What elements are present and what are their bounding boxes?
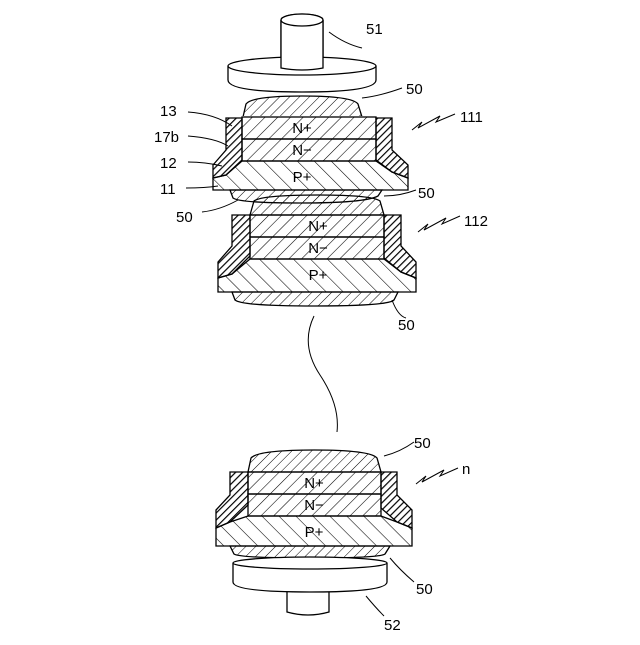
chip-111-p-plus-label: P+: [293, 169, 312, 186]
label-50-d: 50: [398, 317, 415, 334]
chip-n-n-plus-label: N+: [304, 475, 324, 492]
chip-111-n-plus-label: N+: [292, 120, 312, 137]
label-52: 52: [384, 617, 401, 634]
label-51: 51: [366, 21, 383, 38]
chip-112-p-plus-label: P+: [309, 267, 328, 284]
top-electrode: [228, 14, 376, 92]
chip-112-n-plus-label: N+: [308, 218, 328, 235]
chip-112-n-minus-label: N−: [308, 240, 328, 257]
label-112: 112: [464, 213, 488, 230]
label-12: 12: [160, 155, 177, 172]
chip-n-p-plus-label: P+: [305, 524, 324, 541]
label-11: 11: [160, 181, 176, 198]
label-50-b: 50: [176, 209, 193, 226]
label-50-c: 50: [418, 185, 435, 202]
chip-n: N+ N− P+: [216, 450, 412, 558]
label-n: n: [462, 461, 470, 478]
chip-n-n-minus-label: N−: [304, 497, 324, 514]
label-50-f: 50: [416, 581, 433, 598]
chip-111-n-minus-label: N−: [292, 142, 312, 159]
label-13: 13: [160, 103, 177, 120]
label-17b: 17b: [154, 129, 179, 146]
label-50-e: 50: [414, 435, 431, 452]
chip-111: N+ N− P+: [213, 96, 408, 203]
label-111: 111: [460, 109, 483, 126]
continuation-line: [308, 316, 337, 432]
chip-112: N+ N− P+: [218, 195, 416, 306]
bottom-electrode: [233, 557, 387, 615]
label-50-a: 50: [406, 81, 423, 98]
